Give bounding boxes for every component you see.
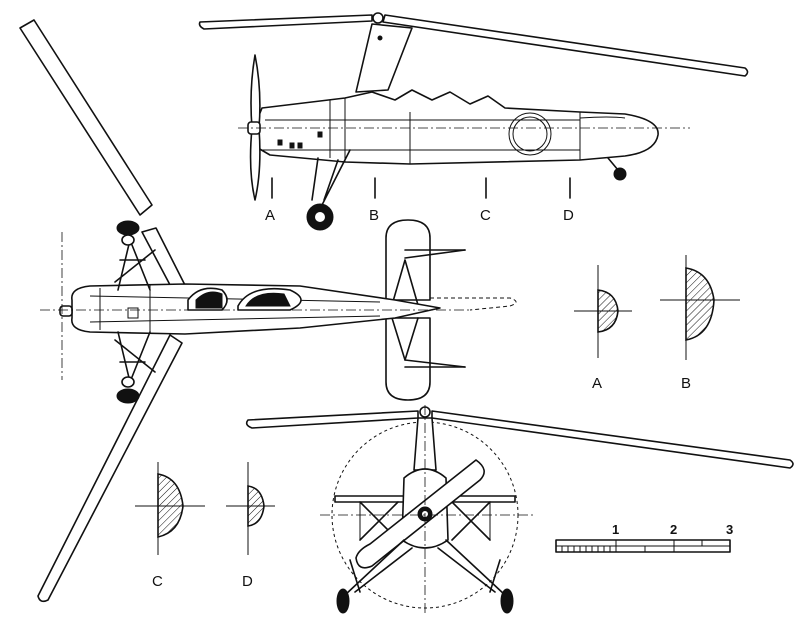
plan-tail-lower <box>385 317 431 401</box>
section-profile-c: C <box>135 462 205 590</box>
side-fuselage <box>257 89 659 165</box>
section-profile-d: D <box>226 462 275 590</box>
profile-label-a: A <box>592 375 602 392</box>
side-main-gear-struts <box>311 149 351 206</box>
profile-label-b: B <box>681 375 691 392</box>
profile-label-d: D <box>242 573 253 590</box>
plan-gear-lower <box>114 331 156 383</box>
side-rotor-blade-right <box>382 14 749 77</box>
front-rotor-blade-left <box>245 410 419 429</box>
plan-tail-upper <box>385 219 431 301</box>
plan-view <box>19 19 517 603</box>
plan-rotor-blade-lower <box>37 334 183 603</box>
front-view <box>245 405 794 615</box>
side-tail-gear <box>607 157 619 171</box>
front-landing-gear <box>344 539 506 596</box>
side-rotor-hub <box>372 12 384 24</box>
side-label-c: C <box>480 207 491 224</box>
front-rotor-blade-right <box>431 410 794 469</box>
side-rotor-pylon <box>355 23 413 93</box>
section-profile-b: B <box>660 255 740 392</box>
scale-mark-2: 2 <box>670 522 677 537</box>
side-label-d: D <box>563 207 574 224</box>
profile-label-c: C <box>152 573 163 590</box>
scale-mark-3: 3 <box>726 522 733 537</box>
scale-mark-1: 1 <box>612 522 619 537</box>
section-profile-a: A <box>574 265 632 392</box>
plan-rotor-blade-upper <box>19 19 153 216</box>
side-roundel <box>508 112 552 156</box>
side-rotor-blade-left <box>198 14 373 30</box>
side-label-a: A <box>265 207 275 224</box>
side-label-b: B <box>369 207 379 224</box>
side-view: A B C D <box>198 12 749 231</box>
scale-bar: 1 2 3 <box>555 522 733 553</box>
plan-gear-upper <box>114 239 156 291</box>
